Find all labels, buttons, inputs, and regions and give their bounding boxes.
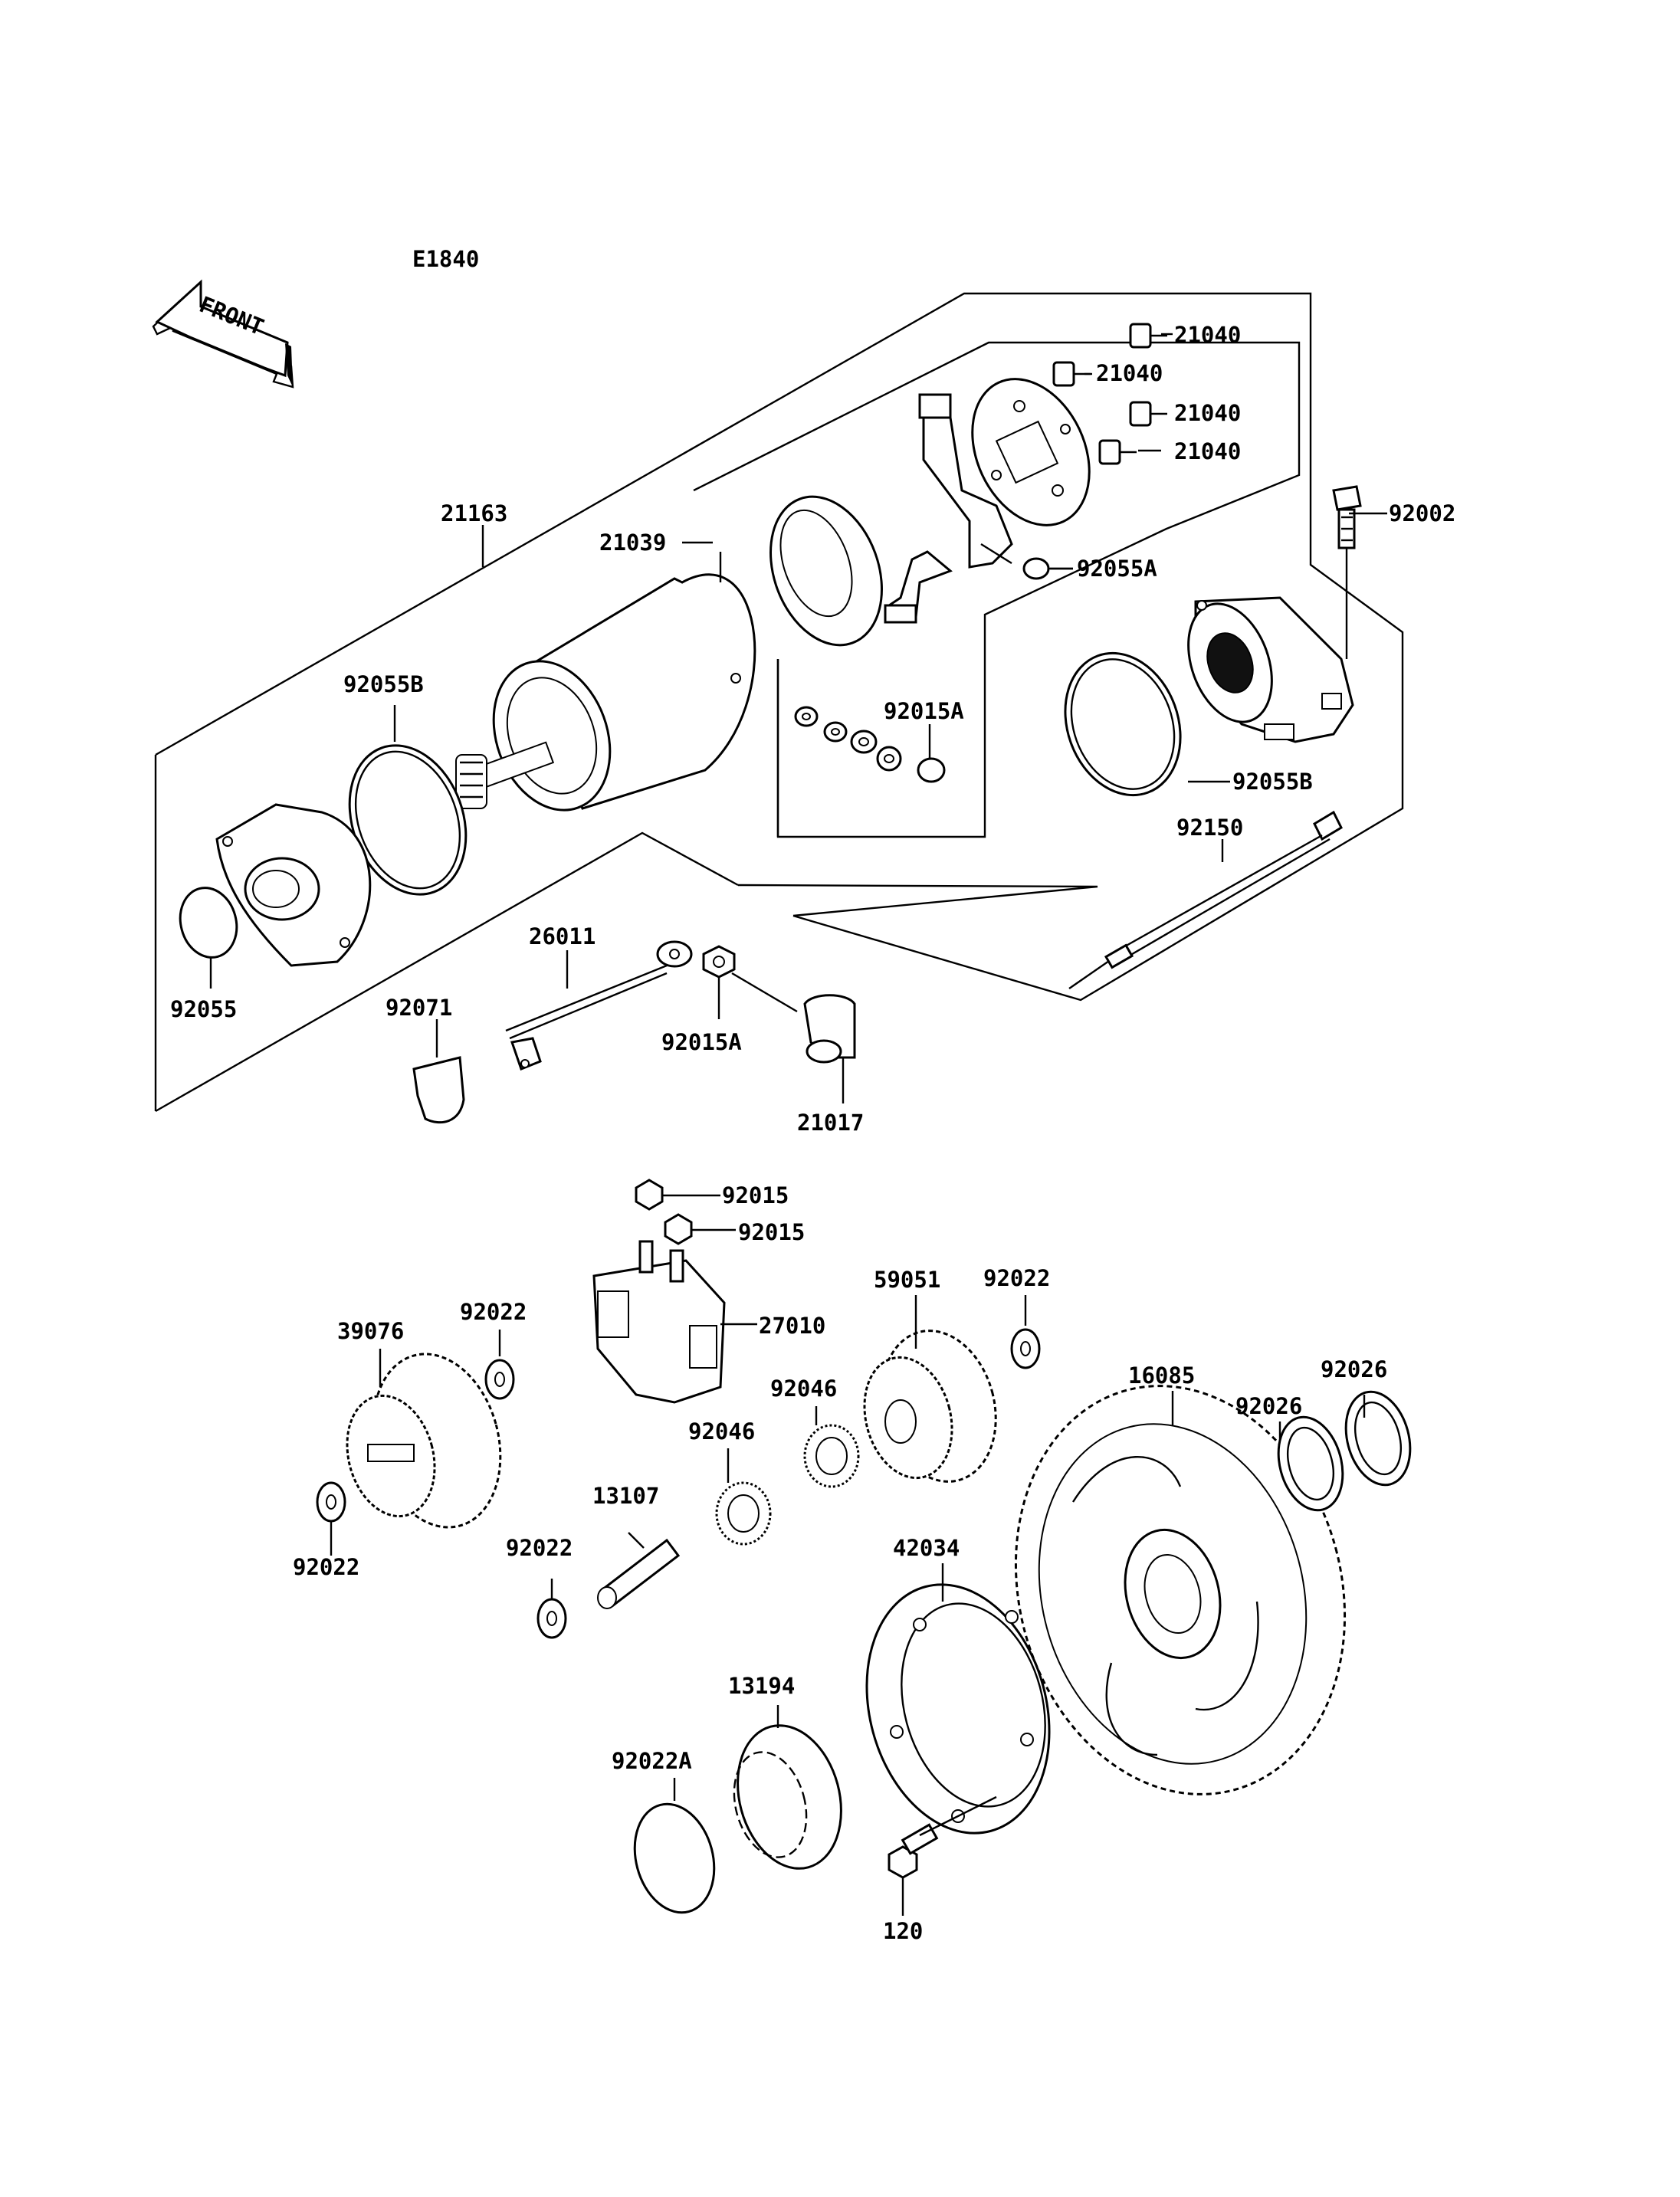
label-16085: 16085 — [1128, 1362, 1195, 1389]
gear-59051 — [863, 1330, 997, 1483]
one-way-clutch-13194 — [733, 1724, 842, 1870]
label-120: 120 — [883, 1918, 923, 1944]
label-92150: 92150 — [1176, 815, 1243, 841]
label-39076: 39076 — [337, 1318, 404, 1344]
label-59051: 59051 — [874, 1267, 940, 1293]
label-92022A: 92022A — [612, 1748, 692, 1774]
front-cover — [215, 803, 372, 967]
clutch-gear-16085 — [1014, 1385, 1347, 1795]
label-92055A: 92055A — [1077, 556, 1157, 582]
label-21040-c: 21040 — [1174, 400, 1241, 426]
label-92046-b: 92046 — [688, 1418, 755, 1444]
label-92015A-top: 92015A — [884, 698, 964, 724]
label-92055B-right: 92055B — [1232, 769, 1313, 795]
o-ring-92055A — [1022, 557, 1050, 580]
label-27010: 27010 — [759, 1313, 825, 1339]
starter-relay-27010 — [592, 1240, 726, 1404]
label-92055B-left: 92055B — [343, 671, 424, 697]
label-92022-d: 92022 — [506, 1535, 573, 1561]
part-labels: 21040 21040 21040 21040 92002 21163 2103… — [170, 322, 1455, 1944]
motor-yoke — [455, 573, 756, 812]
label-92015-b: 92015 — [738, 1219, 805, 1245]
needle-bearing-92046-a — [803, 1424, 860, 1488]
label-92015A-bottom: 92015A — [661, 1029, 742, 1055]
shaft-13107 — [597, 1538, 681, 1609]
starter-motor-outline — [154, 292, 1404, 1113]
idler-gear-39076 — [346, 1353, 502, 1529]
boot-21017 — [803, 994, 856, 1064]
label-21040-d: 21040 — [1174, 438, 1241, 464]
label-26011: 26011 — [529, 923, 596, 949]
rear-cover — [1187, 596, 1354, 743]
label-92071: 92071 — [386, 995, 452, 1021]
bolt-92002 — [1332, 485, 1362, 659]
label-92022-c: 92022 — [983, 1265, 1050, 1291]
label-92002: 92002 — [1389, 500, 1455, 526]
leader-lines — [330, 333, 1387, 1916]
label-92046-a: 92046 — [770, 1376, 837, 1402]
spacer-92026-a — [1277, 1415, 1344, 1512]
label-21017: 21017 — [797, 1110, 864, 1136]
brush-plate — [971, 378, 1091, 526]
nut-92015-b — [664, 1213, 693, 1245]
brush-21040-d — [1098, 439, 1137, 465]
label-42034: 42034 — [893, 1535, 960, 1561]
brush-21040-c — [1129, 401, 1167, 427]
washer-set — [794, 706, 946, 783]
o-ring-92055B-right — [1064, 651, 1182, 797]
label-21040-a: 21040 — [1174, 322, 1241, 348]
cap-92071 — [412, 1056, 465, 1124]
label-13194: 13194 — [728, 1673, 795, 1699]
through-bolt-92150 — [1068, 810, 1343, 989]
bolt-120 — [888, 1823, 939, 1879]
label-92055: 92055 — [170, 996, 237, 1022]
label-21040-b: 21040 — [1096, 360, 1163, 386]
label-92026-b: 92026 — [1235, 1393, 1302, 1419]
diagram-code: E1840 — [412, 246, 479, 272]
label-92015-a: 92015 — [722, 1182, 789, 1208]
nut-92015-a — [635, 1179, 664, 1211]
brush-holder — [884, 393, 1013, 624]
spacer-92026-b — [1344, 1390, 1412, 1487]
label-92022-b: 92022 — [293, 1554, 359, 1580]
washer-92022A — [633, 1802, 716, 1914]
o-ring-92055 — [179, 887, 238, 959]
front-arrow-icon: FRONT — [152, 279, 294, 389]
label-92026-a: 92026 — [1321, 1356, 1387, 1382]
label-13107: 13107 — [592, 1483, 659, 1509]
label-21163: 21163 — [441, 500, 507, 526]
label-21039: 21039 — [599, 530, 666, 556]
label-92022-a: 92022 — [460, 1299, 527, 1325]
lead-26011 — [505, 940, 693, 1071]
brush-21040-a — [1129, 323, 1167, 349]
needle-bearing-92046-b — [715, 1481, 772, 1546]
brush-ring — [769, 495, 883, 647]
